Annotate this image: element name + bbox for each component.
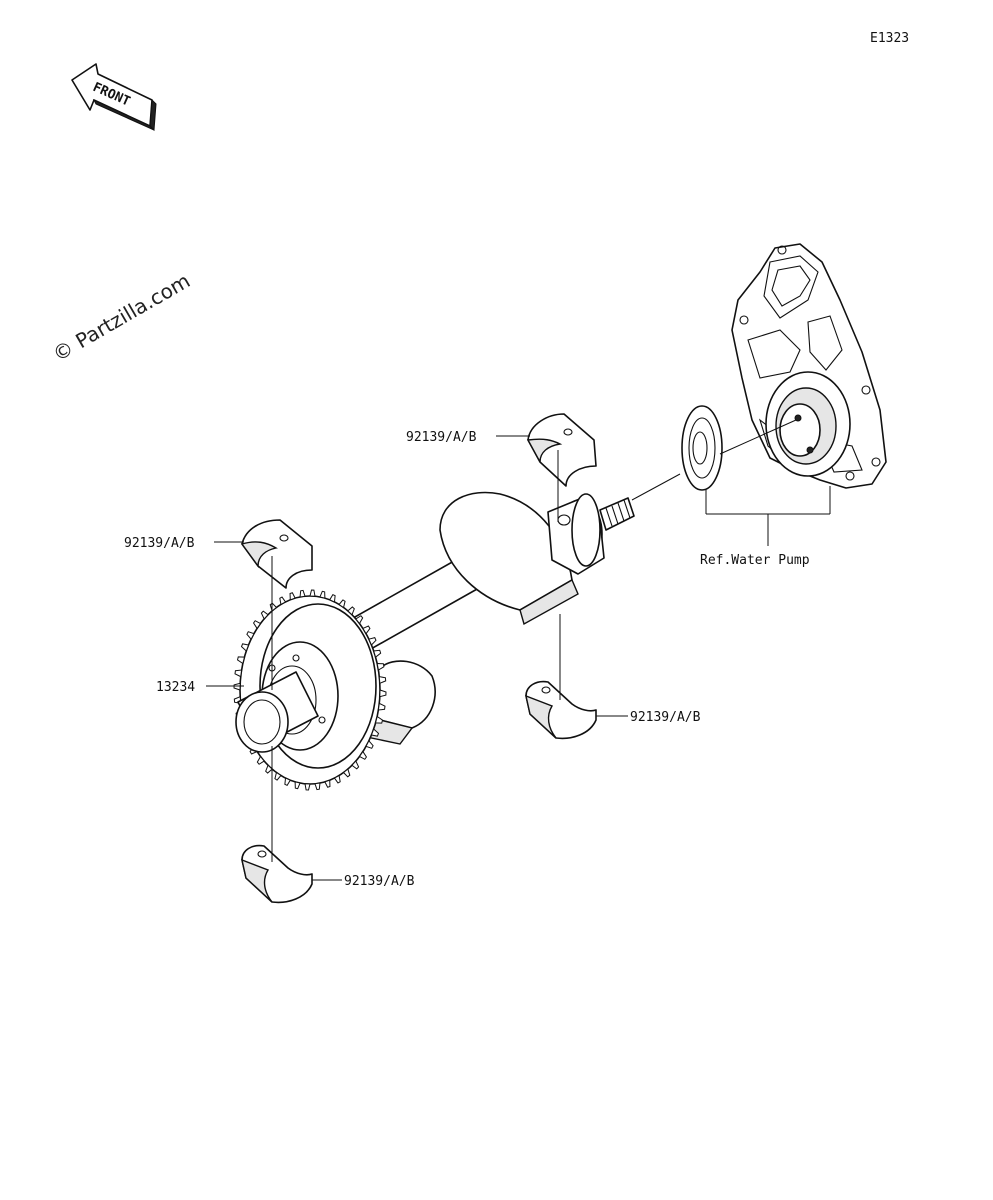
water-pump-cover [731, 243, 887, 489]
gear-tooth [333, 774, 341, 784]
gear-tooth [373, 649, 382, 658]
gear-tooth [342, 768, 351, 778]
diagram-code: E1323 [870, 31, 909, 46]
gear-tooth [260, 610, 269, 620]
gear-tooth [299, 589, 306, 598]
bearing-shell-bottom [241, 844, 313, 904]
gear-tooth [378, 676, 387, 685]
callout-bearing-left-upper: 92139/A/B [124, 536, 195, 551]
bearing-shell-top [526, 413, 597, 487]
gear-tooth [236, 656, 246, 665]
gear-tooth [233, 682, 241, 691]
callout-bearing-top: 92139/A/B [406, 430, 477, 445]
callout-bearing-right-lower: 92139/A/B [630, 710, 701, 725]
reference-label: Ref.Water Pump [700, 553, 810, 568]
gear-tooth [324, 779, 331, 788]
watermark: © Partzilla.com [49, 268, 195, 366]
gear-tooth [314, 782, 321, 791]
gear-tooth [347, 606, 355, 616]
oil-seal [681, 405, 723, 491]
gear-tooth [256, 755, 265, 765]
gear-tooth [265, 764, 273, 774]
gear-tooth [309, 589, 316, 597]
gear-tooth [379, 689, 387, 698]
callout-balancer-shaft: 13234 [156, 680, 195, 695]
gear-tooth [304, 783, 311, 791]
gear-teeth [233, 589, 387, 791]
balancer-shaft [233, 491, 635, 791]
gear-tooth [279, 596, 287, 606]
gear-tooth [319, 590, 326, 599]
gear-tooth [355, 615, 364, 625]
gear-tooth [240, 643, 250, 652]
gear-tooth [370, 728, 380, 737]
bearing-shell-right-lower [525, 680, 597, 740]
gear-tooth [376, 662, 385, 671]
gear-tooth [274, 771, 282, 781]
front-arrow-icon: FRONT [71, 63, 157, 132]
bearing-shell-left-upper [240, 519, 313, 589]
gear-tooth [377, 702, 386, 711]
gear-tooth [294, 781, 301, 790]
gear-tooth [246, 631, 255, 641]
gear-tooth [284, 777, 292, 787]
gear-tooth [351, 760, 360, 770]
gear-tooth [368, 637, 377, 646]
reference-bracket [705, 486, 831, 546]
gear-tooth [362, 625, 371, 635]
gear-tooth [365, 739, 374, 749]
callout-bearing-bottom: 92139/A/B [344, 874, 415, 889]
gear-tooth [234, 669, 243, 678]
gear-tooth [289, 592, 296, 601]
gear-tooth [328, 593, 336, 603]
gear-tooth [358, 750, 368, 760]
gear-tooth [374, 715, 384, 724]
gear-tooth [338, 599, 346, 609]
gear-tooth [252, 620, 262, 630]
